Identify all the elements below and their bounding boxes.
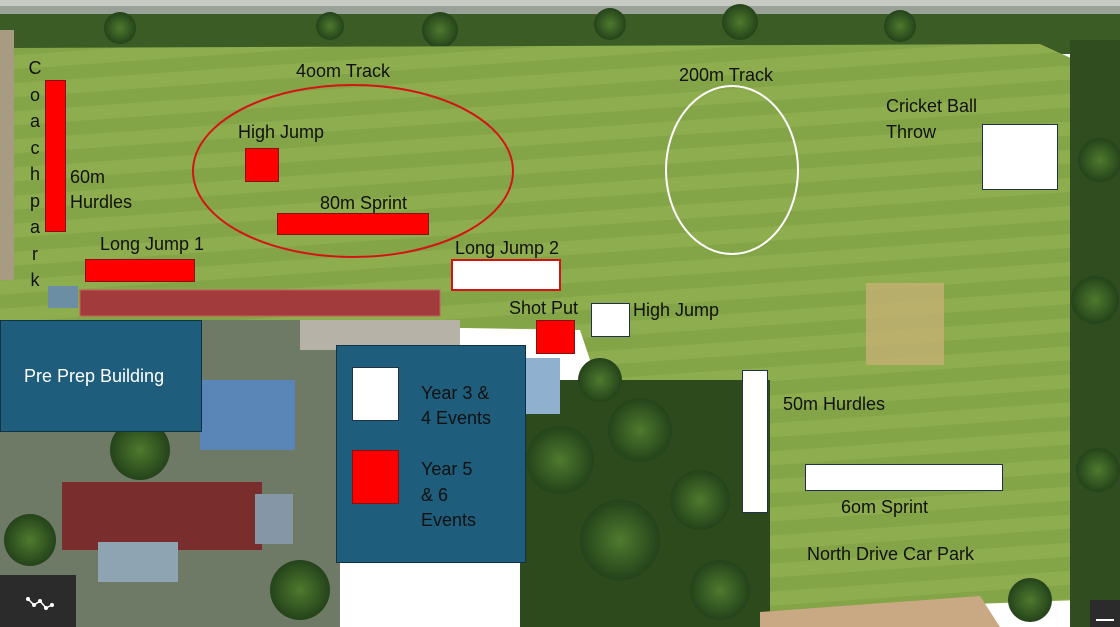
pre-prep-building-label: Pre Prep Building	[24, 366, 165, 386]
track-400m-outline	[192, 84, 514, 258]
pre-prep-building: Pre Prep Building	[0, 320, 202, 432]
legend-red-line1: Year 5	[421, 459, 473, 479]
sprint-60m-label: 6om Sprint	[841, 497, 929, 517]
track-200m-label: 200m Track	[679, 65, 774, 85]
high-jump-red-label: High Jump	[238, 122, 325, 142]
shot-put-label: Shot Put	[509, 298, 579, 318]
north-drive-car-park-label: North Drive Car Park	[807, 544, 975, 564]
long-jump-2-marker	[451, 259, 561, 291]
legend: Year 3 & 4 Events Year 5 & 6 Events	[336, 345, 526, 563]
legend-white-swatch	[352, 367, 399, 421]
cricket-ball-label-line1: Cricket Ball	[886, 96, 978, 116]
legend-red-line2: & 6	[421, 485, 449, 505]
hurdles-60m-label-line2: Hurdles	[70, 192, 133, 212]
cricket-ball-label-line2: Throw	[886, 122, 937, 142]
hurdles-60m-label-line1: 60m	[70, 167, 106, 187]
cricket-ball-marker	[982, 124, 1058, 190]
hurdles-60m-marker	[45, 80, 66, 232]
route-tool-button[interactable]	[0, 575, 76, 627]
hurdles-50m-label: 50m Hurdles	[783, 394, 886, 414]
high-jump-white-label: High Jump	[633, 300, 720, 320]
sprint-80m-marker	[277, 213, 429, 235]
legend-white-line2: 4 Events	[421, 408, 492, 428]
route-icon	[26, 597, 54, 610]
track-400m-label: 4oom Track	[296, 61, 391, 81]
sprint-60m-marker	[805, 464, 1003, 491]
minimize-button[interactable]	[1090, 600, 1120, 627]
track-200m-outline	[665, 85, 799, 255]
high-jump-white-marker	[591, 303, 630, 337]
legend-red-line3: Events	[421, 510, 477, 530]
hurdles-50m-marker	[742, 370, 768, 513]
long-jump-1-marker	[85, 259, 195, 282]
legend-white-line1: Year 3 &	[421, 383, 490, 403]
long-jump-2-label: Long Jump 2	[455, 238, 560, 258]
high-jump-red-marker	[245, 148, 279, 182]
long-jump-1-label: Long Jump 1	[100, 234, 205, 254]
sprint-80m-label: 80m Sprint	[320, 193, 408, 213]
minus-icon	[1096, 619, 1114, 621]
legend-red-swatch	[352, 450, 399, 504]
shot-put-marker	[536, 320, 575, 354]
